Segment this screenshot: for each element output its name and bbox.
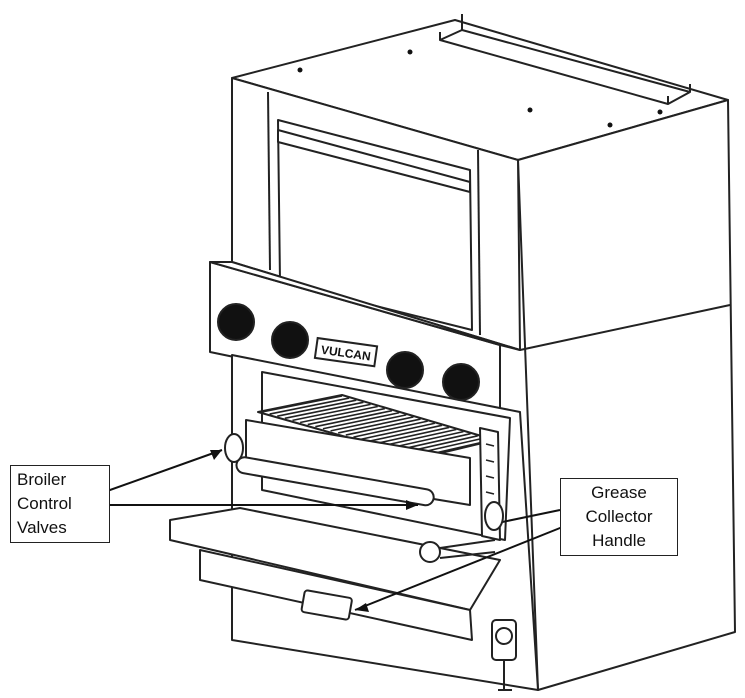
right-side-panel [517, 99, 736, 691]
grate-bar [292, 403, 371, 422]
control-knob-3 [386, 351, 424, 389]
broiler-control-valve-right [484, 501, 504, 531]
grease-collector-handle [300, 589, 353, 621]
broiler-rod [235, 456, 435, 507]
grate-bar [345, 418, 421, 436]
callout-grease-line-1: Grease [591, 483, 647, 502]
callout-broiler-line-1: Broiler [17, 470, 67, 489]
callout-broiler-line-2: Control [17, 494, 72, 513]
grate-bar [376, 426, 450, 445]
brand-text: VULCAN [320, 343, 371, 364]
grate-bar [277, 399, 357, 417]
grate-bar [391, 430, 464, 449]
grate-bar [322, 411, 400, 430]
callout-grease-collector-handle: Grease Collector Handle [560, 478, 678, 556]
grate-bar [299, 405, 378, 424]
callout-grease-line-3: Handle [592, 531, 646, 550]
callout-broiler-line-3: Valves [17, 518, 67, 537]
grate-bar [307, 407, 386, 426]
grate-bar [284, 401, 364, 420]
grate-bar [383, 428, 457, 447]
control-knob-2 [271, 321, 309, 359]
callout-grease-line-2: Collector [585, 507, 653, 526]
grease-bar-end [419, 541, 441, 563]
control-knob-1 [217, 303, 255, 341]
grate-bar [338, 416, 414, 434]
grate-bar [353, 420, 428, 438]
broiler-drawer [245, 419, 471, 506]
grate-bar [360, 422, 436, 441]
grate-bars [261, 395, 493, 457]
grate-bar [330, 414, 407, 432]
callout-broiler-control-valves: Broiler Control Valves [10, 465, 110, 543]
broiler-control-valve-left [224, 433, 244, 463]
grate-bar [269, 397, 350, 415]
grate-bar [368, 424, 443, 443]
grate-bar [315, 409, 393, 428]
brand-plate [313, 336, 379, 368]
control-knob-4 [442, 363, 480, 401]
grate-bar [261, 395, 343, 413]
